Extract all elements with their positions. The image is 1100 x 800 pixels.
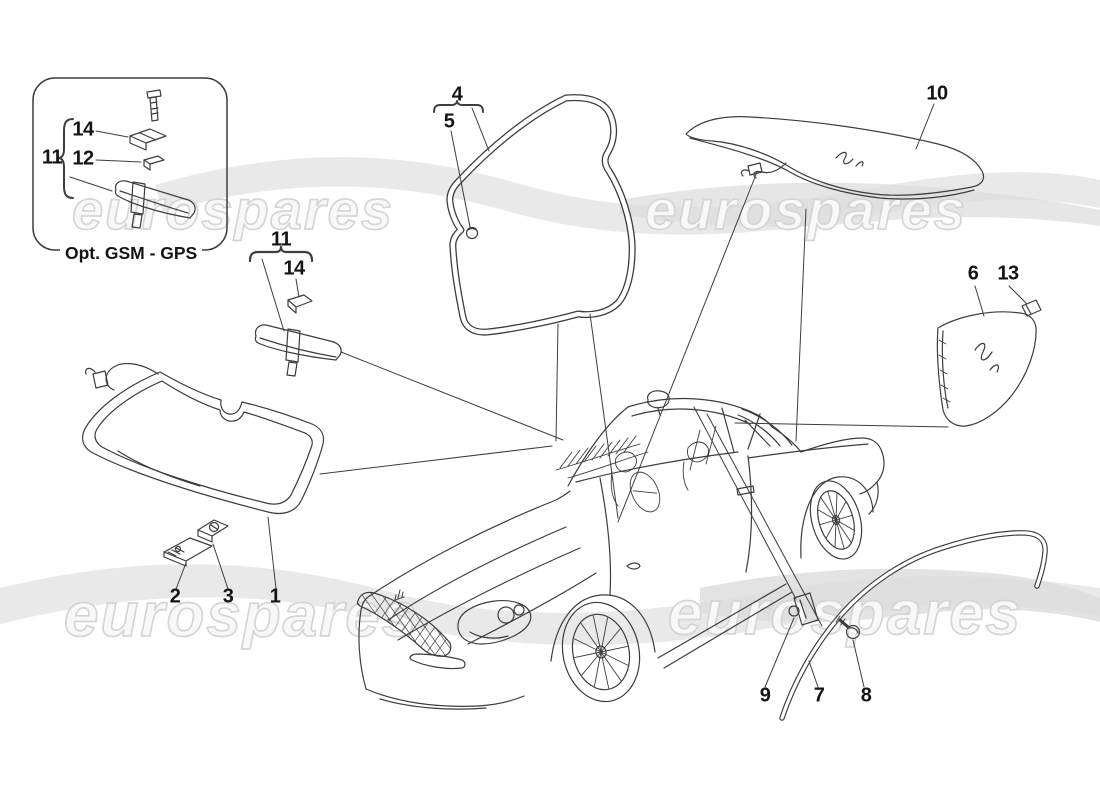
- windshield-clip-part: [197, 519, 229, 543]
- callout-9-trim: 9: [759, 684, 771, 707]
- trident-badge-icon: [393, 589, 405, 602]
- rear-glass: [685, 116, 985, 196]
- callout-11-mirror: 11: [270, 228, 292, 251]
- callout-2-windshield: 2: [169, 585, 181, 608]
- opt-gsm-gps-label: Opt. GSM - GPS: [60, 243, 203, 264]
- callout-3-windshield: 3: [222, 585, 234, 608]
- antenna-wire: [85, 363, 159, 391]
- mirror-mount-bracket: [129, 128, 167, 151]
- callout-14-box: 14: [72, 118, 94, 141]
- bracket-11: [248, 245, 314, 263]
- rear-wheel: [809, 480, 863, 560]
- windshield-plate-part: [163, 537, 213, 567]
- interior-mirror: [254, 324, 342, 377]
- callout-6-quarter: 6: [967, 262, 979, 285]
- watermark-text: eurospares: [64, 581, 418, 650]
- quarter-clip: [1021, 299, 1042, 317]
- callout-5-seal: 5: [443, 110, 455, 133]
- quarter-glass-group: [734, 285, 1042, 428]
- callout-12-box: 12: [72, 147, 94, 170]
- mirror-clip: [143, 155, 165, 171]
- interior-mirror-assembly: [248, 245, 564, 441]
- defroster-wire: [740, 162, 787, 179]
- brace-11: [57, 118, 74, 199]
- callout-11-box: 11: [41, 146, 63, 169]
- interior-mirror-boxed: [114, 180, 196, 229]
- car-interior: [555, 425, 717, 513]
- quarter-glass: [936, 311, 1037, 427]
- screw-icon: [146, 89, 162, 122]
- headlight: [457, 600, 532, 645]
- windshield-glass: [81, 371, 325, 515]
- callout-4-seal: 4: [451, 83, 463, 106]
- front-wheel: [561, 601, 641, 703]
- callout-10-rear-glass: 10: [926, 82, 948, 105]
- rear-glass-group: [617, 103, 985, 523]
- door-seal-group: [433, 94, 636, 519]
- trim-strip-group: [693, 406, 1048, 721]
- seal-pin: [465, 226, 479, 240]
- car-door-mirror: [647, 390, 670, 416]
- car-line-drawing: [356, 390, 885, 710]
- callout-7-trim: 7: [813, 684, 825, 707]
- bracket-4: [433, 100, 484, 113]
- windshield-group: [81, 363, 553, 590]
- callout-8-trim: 8: [860, 684, 872, 707]
- callout-14-mirror: 14: [283, 257, 305, 280]
- callout-1-windshield: 1: [269, 585, 281, 608]
- trim-bolt: [835, 615, 861, 640]
- mirror-mount-bracket: [287, 294, 313, 314]
- callout-13-quarter: 13: [997, 262, 1019, 285]
- watermark-text: eurospares: [72, 178, 394, 241]
